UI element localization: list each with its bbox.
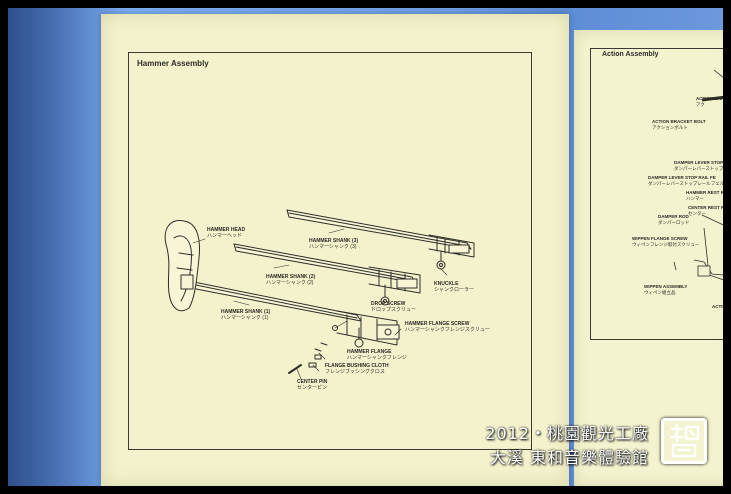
hammer-assembly-diagram [164,209,475,380]
label-damper-rod: DAMPER ROD ダンパーロッド [658,214,690,225]
leader-lines [192,228,448,380]
poster-title: Hammer Assembly [137,59,209,68]
label-hammer-flange-screw: HAMMER FLANGE SCREW ハンマーシャンクフレンジスクリュー [405,321,490,333]
label-hammer-rest: HAMMER REST R ハンマー [686,190,724,201]
label-hammer-flange: HAMMER FLANGE ハンマーシャンクフレンジ [347,349,407,361]
label-wippen-assembly: WIPPEN ASSEMBLY ウィペン組立品 [644,284,688,295]
wall-shadow [8,8,118,486]
label-center-pin: CENTER PIN センターピン [297,379,328,391]
poster-border: Hammer Assembly [128,52,532,450]
watermark-seal [661,418,707,464]
label-flange-bushing-cloth: FLANGE BUSHING CLOTH フレンジブッシングクロス [325,363,389,375]
label-knuckle: KNUCKLE シャンクローラー [434,281,475,293]
label-action-bracket: ACTION BRA アク [696,96,725,107]
poster2-border [590,48,723,340]
label-top-right: A [724,78,728,83]
poster2-title: Action Assembly [602,51,659,58]
hammer-shank-3-drawing [286,209,475,270]
label-damper-lever-stop-rail: DAMPER LEVER STOP RAIL FE ダンパーレバーストップレール… [648,175,725,186]
watermark-line1: 2012・桃園觀光工廠 [485,424,649,443]
label-hammer-shank-2: HAMMER SHANK (2) ハンマーシャンク (2) [266,274,316,286]
label-hammer-shank-3: HAMMER SHANK (3) ハンマーシャンク (3) [309,238,359,250]
label-action: ACTIO [712,304,726,309]
action-assembly-poster: Action Assembly A ACTION BRA アク ACTION B… [574,30,728,486]
hammer-shank-2-drawing [233,243,421,306]
label-wippen-flange-screw: WIPPEN FLANGE SCREW ウィペンフレンジ取付スクリュー [632,236,700,247]
label-damper-lever-stop: DAMPER LEVER STOP ダンパーレバーストップ [674,160,724,171]
hammer-assembly-poster: Hammer Assembly [101,14,569,486]
photo-watermark: 2012・桃園觀光工廠 大溪 東和音樂體驗館 [471,416,711,476]
label-hammer-head: HAMMER HEAD ハンマーヘッド [207,227,246,239]
label-drop-screw: DROP SCREW ドロップスクリュー [371,301,417,313]
label-hammer-shank-1: HAMMER SHANK (1) ハンマーシャンク (1) [221,309,271,321]
label-action-bracket-bolt: ACTION BRACKET BOLT アクションボルト [652,119,706,130]
action-assembly-diagram [673,69,723,281]
label-center-rest: CENTER REST R センター [688,205,725,216]
small-parts-drawing [288,325,338,374]
watermark-line2: 大溪 東和音樂體驗館 [489,448,649,467]
seal-glyph-icon [669,423,700,458]
hammer-head-drawing [164,219,200,312]
